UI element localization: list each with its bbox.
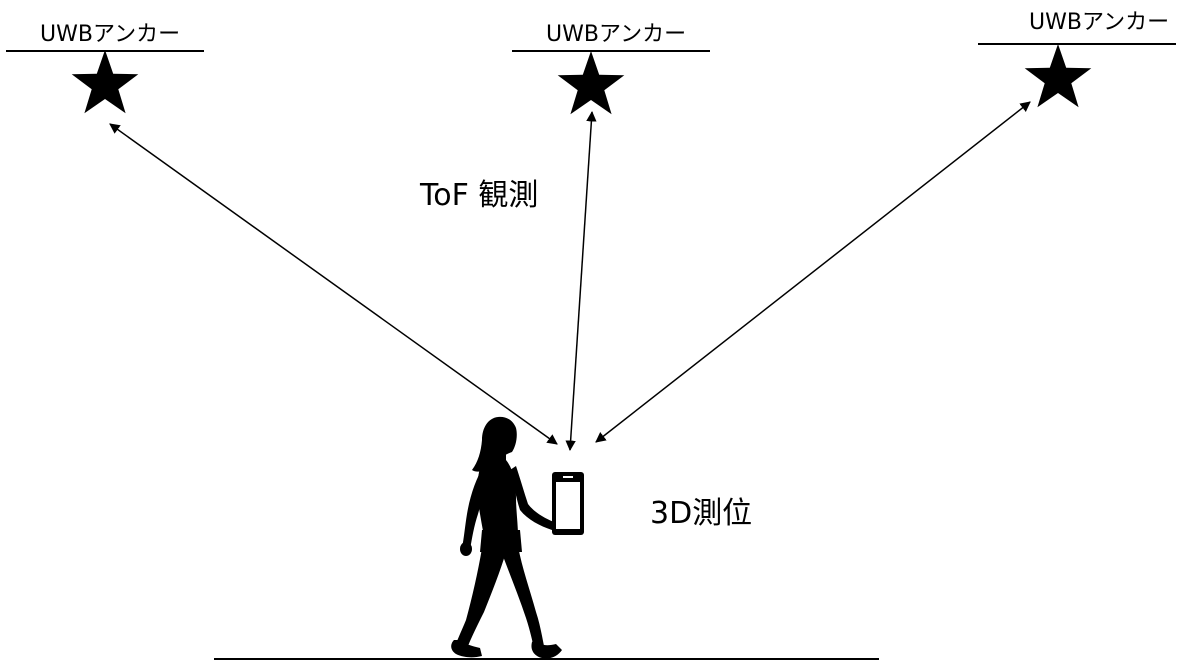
positioning-label: 3D測位: [650, 496, 753, 531]
smartphone-icon: [552, 472, 584, 535]
tof-arrow-anchor-2: [565, 110, 597, 452]
walking-person-icon: [451, 416, 562, 659]
anchor-2-label: UWBアンカー: [546, 22, 687, 47]
anchor-3-label: UWBアンカー: [1029, 10, 1170, 35]
anchor-1-star-icon: [71, 50, 139, 114]
tof-arrow-anchor-1: [109, 123, 558, 445]
anchor-1-label: UWBアンカー: [40, 22, 181, 47]
tof-arrow-anchor-3: [595, 101, 1031, 443]
anchor-2-star-icon: [557, 51, 625, 115]
anchor-3-star-icon: [1024, 44, 1092, 108]
tof-measurement-label: ToF 観測: [420, 178, 539, 213]
